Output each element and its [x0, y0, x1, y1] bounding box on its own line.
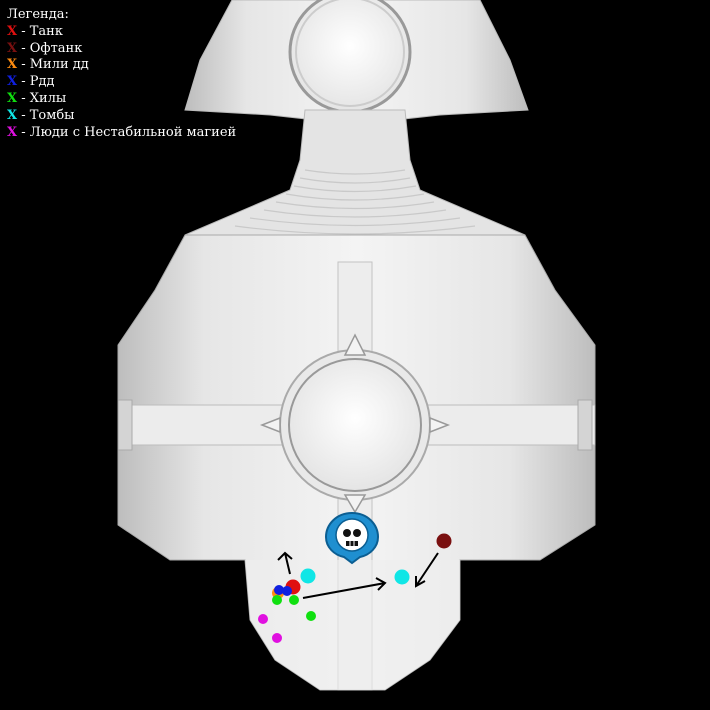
- tomb-marker: [300, 568, 316, 584]
- neck-steps: [234, 169, 476, 235]
- legend-mark: X: [7, 40, 18, 56]
- legend-label: - Танк: [17, 23, 63, 39]
- tomb-marker: [394, 569, 410, 585]
- arrow-up: [277, 551, 293, 575]
- legend-mark: X: [7, 23, 18, 39]
- unstable-magic-marker: [258, 614, 268, 624]
- legend-mark: X: [7, 74, 18, 90]
- ranged-marker: [274, 585, 284, 595]
- legend-label: - Люди с Нестабильной магией: [17, 124, 237, 140]
- legend-label: - Мили дд: [17, 57, 89, 73]
- healer-marker: [306, 611, 316, 621]
- east-door: [577, 399, 593, 451]
- legend-label: - Офтанк: [17, 40, 83, 56]
- legend-item-ranged: X - Рдд: [7, 74, 236, 91]
- ranged-marker: [282, 586, 292, 596]
- healer-marker: [289, 595, 299, 605]
- legend-label: - Рдд: [17, 74, 55, 90]
- arrow-right: [302, 577, 387, 599]
- arrow-down-left: [415, 552, 439, 588]
- legend-label: - Хилы: [17, 90, 67, 106]
- legend-item-offtank: X - Офтанк: [7, 41, 236, 58]
- legend-mark: X: [7, 90, 18, 106]
- legend-title: Легенда:: [7, 7, 69, 22]
- legend-label: - Томбы: [17, 107, 75, 123]
- legend-item-healers: X - Хилы: [7, 91, 236, 108]
- legend-item-unstable-magic: X - Люди с Нестабильной магией: [7, 125, 236, 142]
- healer-marker: [272, 595, 282, 605]
- movement-arrows: [277, 551, 439, 599]
- legend-mark: X: [7, 107, 18, 123]
- legend-item-tombs: X - Томбы: [7, 108, 236, 125]
- skull-icon: [324, 511, 380, 565]
- lower-area: [245, 560, 460, 690]
- legend-item-melee: X - Мили дд: [7, 57, 236, 74]
- legend-mark: X: [7, 124, 18, 140]
- legend-item-tank: X - Танк: [7, 24, 236, 41]
- west-door: [117, 399, 133, 451]
- legend: Легенда: X - Танк X - Офтанк X - Мили дд…: [7, 7, 236, 141]
- ring-spikes: [259, 333, 451, 514]
- legend-mark: X: [7, 57, 18, 73]
- offtank-marker: [436, 533, 452, 549]
- unstable-magic-marker: [272, 633, 282, 643]
- raid-markers: [258, 533, 452, 643]
